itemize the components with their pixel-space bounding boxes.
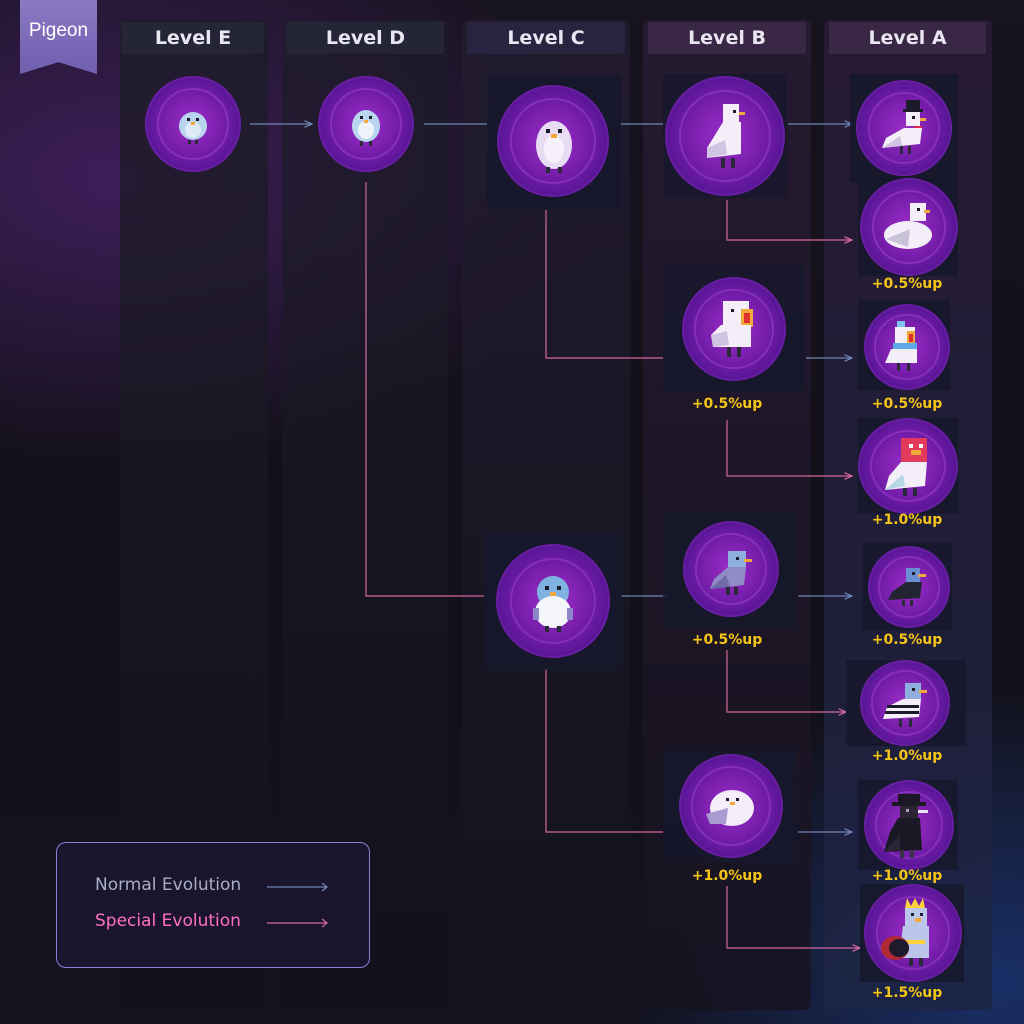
- rate-b4: +1.0%up: [691, 868, 763, 884]
- rate-a6: +1.0%up: [871, 748, 943, 764]
- rate-a4: +1.0%up: [871, 512, 943, 528]
- node-d1[interactable]: [318, 76, 414, 172]
- level-c-header: Level C: [467, 22, 625, 54]
- node-b4[interactable]: [663, 750, 797, 862]
- blue-pigeon-icon: [533, 576, 573, 632]
- dark-pigeon-icon: [888, 568, 926, 606]
- node-c2[interactable]: [484, 532, 622, 670]
- rate-a5: +0.5%up: [871, 632, 943, 648]
- legend-normal-label: Normal Evolution: [95, 875, 242, 895]
- rate-a2: +0.5%up: [871, 276, 943, 292]
- level-d-header: Level D: [287, 22, 444, 54]
- legend-box: Normal Evolution Special Evolution: [56, 842, 370, 968]
- special-arrow-icon: [267, 918, 329, 928]
- legend-special-label: Special Evolution: [95, 911, 241, 931]
- node-a5[interactable]: [862, 542, 952, 630]
- king-pigeon-icon: [881, 898, 929, 966]
- rate-b2: +0.5%up: [691, 396, 763, 412]
- grey-pigeon-icon: [710, 551, 752, 595]
- level-b-header: Level B: [648, 22, 806, 54]
- level-e-header: Level E: [122, 22, 264, 54]
- rate-a3: +0.5%up: [871, 396, 943, 412]
- node-b3[interactable]: [663, 513, 797, 629]
- node-b1[interactable]: [663, 74, 787, 198]
- rate-a8: +1.5%up: [871, 985, 943, 1001]
- white-pigeon-icon: [536, 121, 572, 173]
- node-a4[interactable]: [858, 418, 958, 514]
- pigeon-tag: Pigeon: [20, 0, 97, 74]
- plague-doctor-pigeon-icon: [884, 794, 928, 858]
- rate-b3: +0.5%up: [691, 632, 763, 648]
- striped-pigeon-icon: [883, 683, 927, 727]
- node-e1[interactable]: [145, 76, 241, 172]
- scarf-pigeon-icon: [885, 321, 917, 371]
- red-head-pigeon-icon: [885, 438, 927, 496]
- node-a2[interactable]: [858, 178, 958, 276]
- pigeon-baby-icon: [179, 112, 207, 144]
- pigeon-tag-label: Pigeon: [28, 20, 89, 41]
- level-a-header: Level A: [829, 22, 986, 54]
- plump-white-pigeon-icon: [884, 203, 932, 249]
- round-white-pigeon-icon: [706, 790, 754, 826]
- evolution-orb: [683, 521, 779, 617]
- node-a6[interactable]: [846, 660, 966, 746]
- node-a8[interactable]: [860, 884, 964, 982]
- shouting-pigeon-icon: [711, 301, 753, 357]
- rate-a7: +1.0%up: [871, 868, 943, 884]
- tall-white-pigeon-icon: [707, 104, 745, 168]
- node-b2[interactable]: [663, 265, 805, 391]
- node-a1[interactable]: [850, 74, 958, 182]
- normal-arrow-icon: [267, 882, 329, 892]
- pigeon-chick-icon: [352, 110, 380, 146]
- node-c1[interactable]: [487, 75, 621, 209]
- gentleman-pigeon-icon: [882, 100, 926, 154]
- node-a3[interactable]: [858, 300, 950, 390]
- node-a7[interactable]: [858, 780, 958, 870]
